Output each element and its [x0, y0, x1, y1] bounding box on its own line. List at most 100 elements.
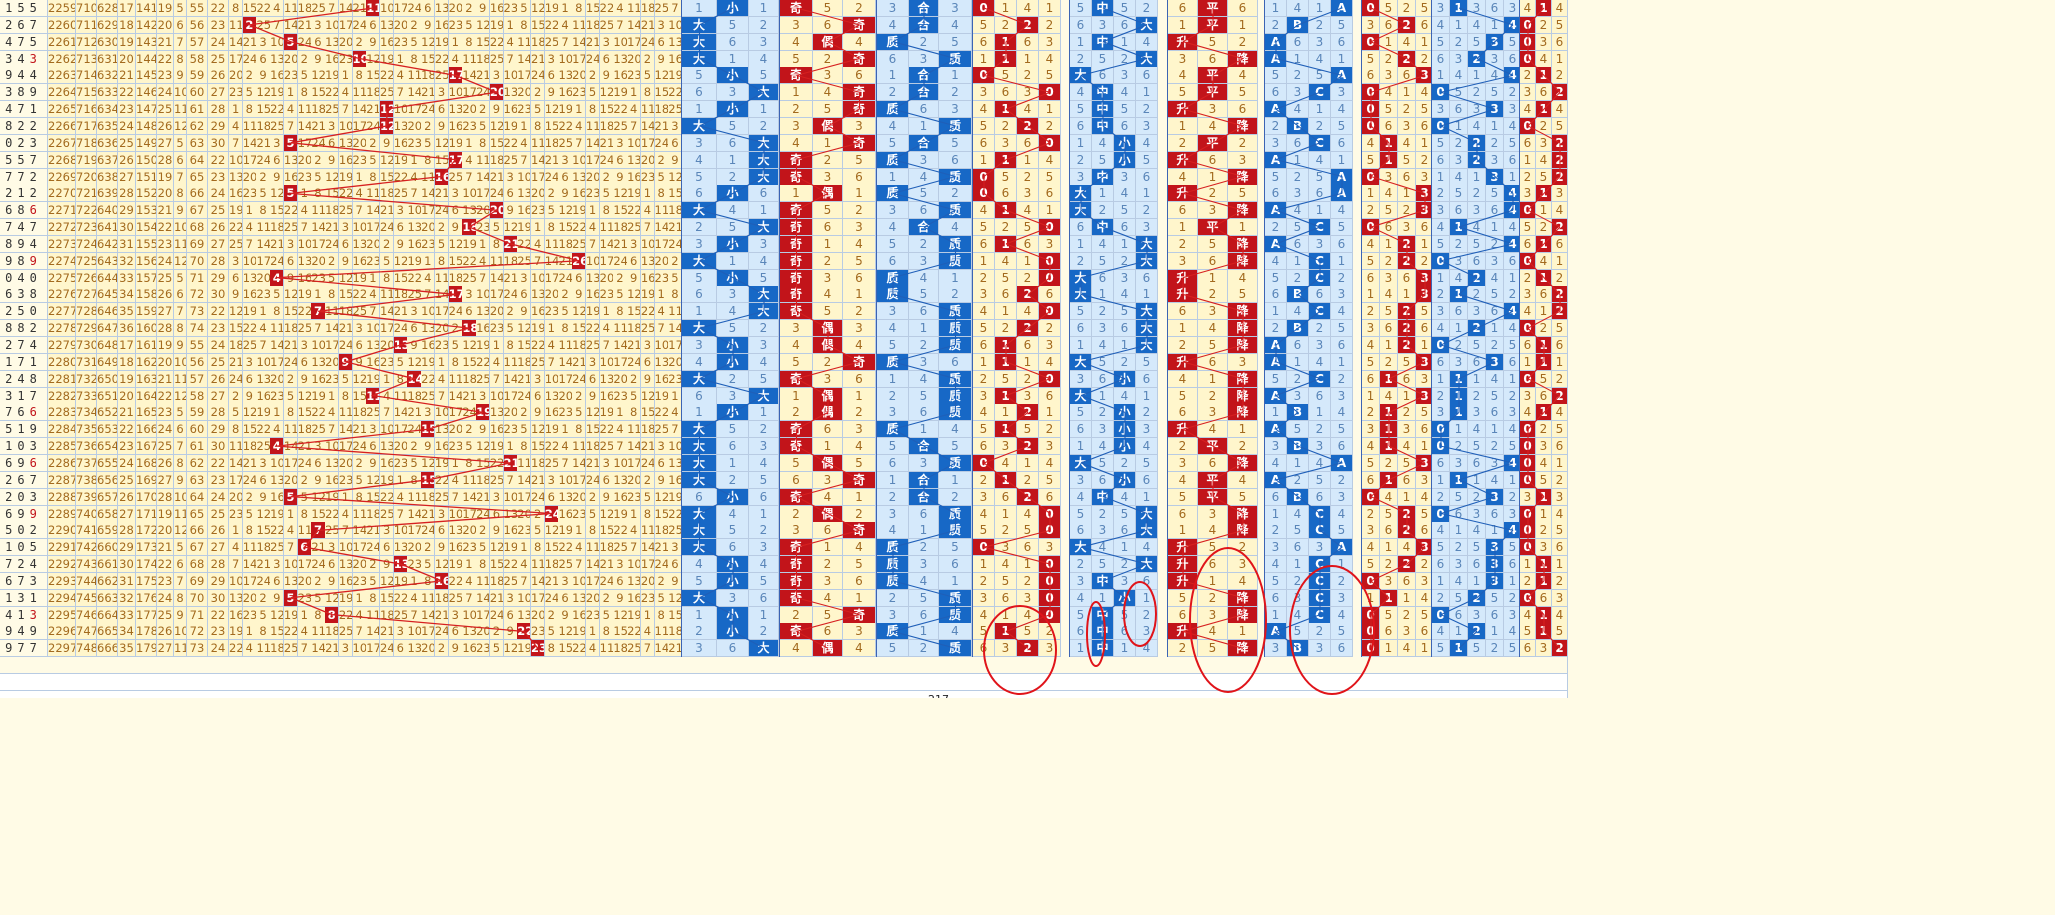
annotation-circle [1289, 565, 1375, 695]
indicator-line [1027, 125, 1051, 144]
indicator-line [1182, 529, 1244, 548]
num-cell: 12 [654, 67, 669, 85]
num-cell: 1 [448, 33, 463, 51]
num-cell: 11 [229, 16, 244, 34]
indicator-line [892, 260, 956, 279]
indicator-line [699, 209, 765, 228]
num-cell: 15 [531, 16, 546, 34]
indicator-line [699, 108, 734, 127]
indicator-line [699, 411, 734, 430]
num-cell: 17 [517, 67, 532, 85]
num-cell: 4 [613, 0, 628, 17]
indicator-line [1212, 125, 1244, 144]
indicator-line [1458, 226, 1514, 245]
num-cell: 8 [174, 50, 187, 68]
indicator-line [1005, 361, 1051, 380]
indicator-line [1543, 176, 1561, 194]
indicator-line [1527, 378, 1561, 397]
num-cell: 24 [585, 50, 601, 68]
indicator-line [1543, 226, 1561, 245]
digit: 4 [17, 68, 24, 82]
num-cell: 22 [380, 67, 395, 85]
indicator-line [1182, 175, 1244, 194]
indicator-line [983, 462, 1007, 481]
indicator-line [1275, 479, 1299, 498]
indicator-line [892, 580, 956, 599]
indicator-line [732, 226, 765, 245]
indicator-line [1005, 411, 1029, 430]
num-cell: 713 [76, 50, 97, 68]
num-cell: 20 [157, 16, 174, 34]
indicator-line [1319, 74, 1343, 93]
num-cell: 711 [76, 16, 97, 34]
indicator-line [1370, 580, 1390, 599]
num-cell: 9 [421, 16, 436, 34]
indicator-line [1027, 310, 1051, 329]
indicator-line [732, 91, 765, 110]
indicator-line [1080, 58, 1148, 76]
indicator-line [1212, 226, 1244, 245]
indicator-line [1297, 310, 1321, 329]
digit: 1 [5, 1, 12, 15]
trend-lines-overlay [247, 7, 1561, 695]
indicator-line [1458, 293, 1514, 312]
num-cell: 9 [174, 67, 187, 85]
indicator-line [699, 597, 734, 616]
num-cell: 17 [572, 50, 587, 68]
indicator-line [1297, 125, 1321, 144]
num-cell: 21 [585, 33, 601, 51]
num-cell: 631 [97, 50, 118, 68]
indicator-line [892, 108, 956, 127]
indicator-line [796, 496, 829, 514]
indicator-line [1102, 226, 1148, 245]
digit: 3 [30, 52, 37, 66]
indicator-line [1370, 74, 1426, 93]
num-cell: 2259 [48, 0, 76, 17]
indicator-line [1476, 159, 1496, 177]
indicator-line [1370, 479, 1390, 498]
indicator-line [1212, 496, 1244, 514]
indicator-line [1275, 395, 1299, 413]
num-cell: 2 [297, 50, 312, 68]
indicator-line [1027, 496, 1051, 514]
indicator-line [1543, 277, 1561, 295]
indicator-line [1370, 125, 1390, 144]
num-cell: 14 [572, 33, 587, 51]
indicator-line [983, 58, 1007, 76]
num-cell: 13 [434, 0, 450, 17]
indicator-line [1080, 209, 1104, 228]
indicator-line [1102, 580, 1126, 599]
indicator-line [1080, 293, 1148, 312]
digit: 3 [5, 52, 12, 66]
indicator-line [1080, 546, 1148, 565]
num-cell: 23 [503, 0, 518, 17]
indicator-line [1527, 496, 1545, 514]
indicator-line [1319, 529, 1343, 548]
indicator-line [1297, 445, 1343, 464]
indicator-line [1527, 192, 1545, 211]
num-cell: 15 [476, 33, 491, 51]
indicator-line [1458, 462, 1514, 481]
indicator-line [1543, 75, 1561, 93]
indicator-line [1440, 597, 1478, 616]
num-cell: 21 [242, 33, 257, 51]
indicator-line [1440, 108, 1496, 127]
num-cell: 3 [654, 16, 669, 34]
num-cell: 13 [325, 33, 340, 51]
num-cell: 2 [242, 67, 257, 85]
num-cell: 24 [531, 67, 546, 85]
num-cell: 8 [572, 0, 587, 17]
num-cell: 59 [187, 67, 208, 85]
num-cell: 9 [654, 50, 669, 68]
num-cell: 4 [448, 50, 463, 68]
annotation-circle [1086, 601, 1106, 667]
indicator-line [1182, 344, 1244, 363]
indicator-line [983, 192, 1007, 211]
num-cell: 16 [434, 16, 450, 34]
indicator-line [1102, 479, 1126, 498]
indicator-line [1027, 277, 1051, 295]
num-cell: 24 [407, 0, 422, 17]
num-cell: 1 [393, 50, 408, 68]
indicator-line [892, 614, 956, 632]
